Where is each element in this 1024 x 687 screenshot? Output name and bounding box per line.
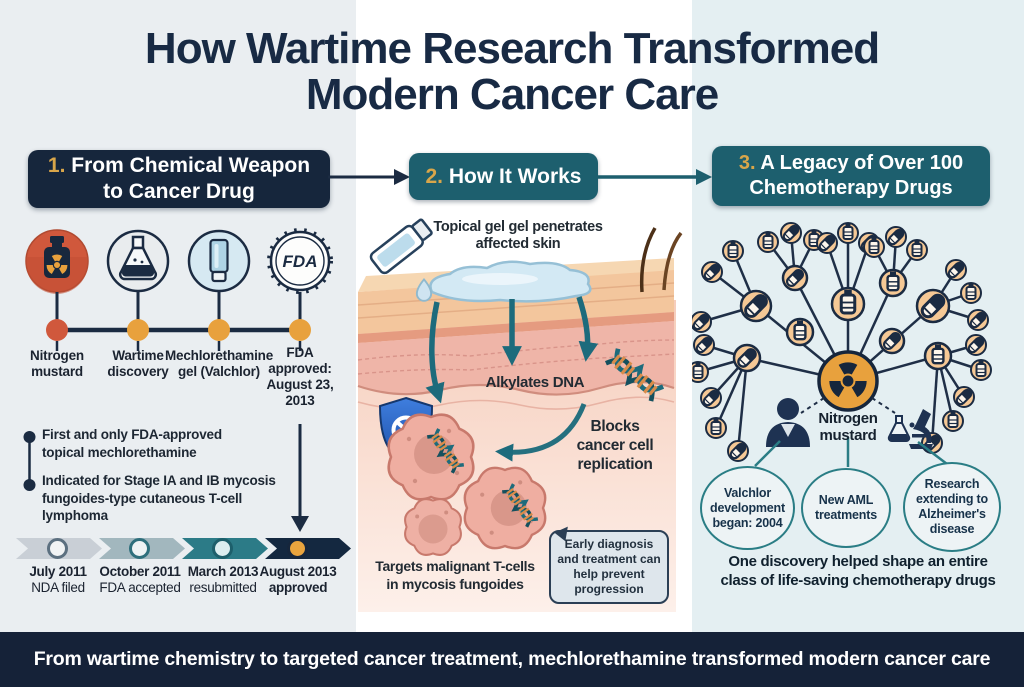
flask-icon <box>106 229 170 293</box>
milestone-timeline <box>23 292 311 532</box>
timeline-dot <box>208 319 230 341</box>
timeline-dot <box>289 319 311 341</box>
flow-arrow-2-to-3-icon <box>596 169 712 185</box>
gel-drop-icon <box>415 277 433 302</box>
curved-block-arrow-icon <box>495 403 587 462</box>
section-1-title-line1: From Chemical Weapon <box>71 154 311 177</box>
drug-legacy-tree <box>692 222 992 467</box>
timeline-dot <box>46 319 68 341</box>
drug-nodes <box>692 222 992 462</box>
cancer-cell <box>387 413 475 501</box>
legacy-bubble: Valchlor development began: 2004 <box>700 466 795 550</box>
step-2-text: Alkylates DNA <box>485 374 585 391</box>
legacy-summary: One discovery helped shape an entire cla… <box>720 553 996 589</box>
approval-step-chevron <box>265 538 351 559</box>
fda-badge-label: FDA <box>283 252 318 271</box>
legacy-bubble: Research extending to Alzheimer's diseas… <box>903 462 1001 552</box>
approval-step-marker <box>287 538 308 559</box>
section-1-header: 1. From Chemical Weapon to Cancer Drug <box>28 150 330 208</box>
step-3-text: Blocks cancer cell replication <box>576 418 654 473</box>
approval-step-marker <box>212 538 233 559</box>
cancer-cell <box>463 466 547 550</box>
hair-icon <box>639 227 683 293</box>
fact-bullet: Indicated for Stage IA and IB mycosis fu… <box>42 473 276 523</box>
flow-arrow-1-to-2-icon <box>328 169 410 185</box>
timeline-dot <box>127 319 149 341</box>
section-3-number: 3. <box>738 152 756 174</box>
title-line-2: Modern Cancer Care <box>305 70 719 119</box>
approval-step-label: October 2011 FDA accepted <box>99 564 181 595</box>
footer-text: From wartime chemistry to targeted cance… <box>33 648 991 670</box>
cancer-cell <box>404 498 462 556</box>
section-2-title: How It Works <box>448 164 582 188</box>
panel-1-background <box>0 0 356 632</box>
bullet-connector <box>23 431 36 491</box>
approval-step-marker <box>129 538 150 559</box>
section-3-title-line1: A Legacy of Over 100 <box>760 152 964 174</box>
fda-badge-icon: FDA <box>267 228 333 294</box>
gel-tube-icon <box>187 229 251 293</box>
milestone-label: Wartime discovery <box>107 348 169 379</box>
research-flask-icon <box>887 415 911 442</box>
skin-cross-section-illustration <box>357 218 683 612</box>
penetration-arrows <box>425 296 599 404</box>
early-diagnosis-callout: Early diagnosis and treatment can help p… <box>549 516 669 604</box>
footer-banner: From wartime chemistry to targeted cance… <box>0 632 1024 687</box>
legacy-bubble: New AML treatments <box>801 468 891 548</box>
bubble-connectors <box>754 437 948 467</box>
page-title: How Wartime Research Transformed Modern … <box>0 26 1024 118</box>
fda-approval-down-arrow-icon <box>291 424 309 532</box>
radiation-icon <box>817 350 879 412</box>
approval-step-label: August 2013 approved <box>259 564 337 595</box>
pharmacist-icon <box>766 398 810 447</box>
step-1-text: Topical gel gel penetrates affected skin <box>433 219 603 252</box>
section-2-header: 2. How It Works <box>409 153 598 200</box>
section-3-title-line2: Chemotherapy Drugs <box>749 177 953 199</box>
gel-tube-dispense-icon <box>369 218 433 275</box>
approval-step-label: July 2011 NDA filed <box>29 564 87 595</box>
milestone-label: FDA approved: August 23, 2013 <box>266 345 334 408</box>
section-3-header: 3. A Legacy of Over 100 Chemotherapy Dru… <box>712 146 990 206</box>
title-line-1: How Wartime Research Transformed <box>144 24 880 73</box>
approval-step-label: March 2013 resubmitted <box>187 564 259 595</box>
nitrogen-mustard-label: Nitrogen mustard <box>818 410 878 444</box>
section-2-number: 2. <box>425 164 444 188</box>
section-1-title-line2: to Cancer Drug <box>103 180 255 203</box>
step-4-text: Targets malignant T-cells in mycosis fun… <box>375 558 535 592</box>
approval-step-marker <box>47 538 68 559</box>
milestone-label: Nitrogen mustard <box>30 348 84 379</box>
milestone-label: Mechlorethamine gel (Valchlor) <box>164 348 274 379</box>
section-1-number: 1. <box>47 154 66 177</box>
fact-bullet: First and only FDA-approved topical mech… <box>42 427 222 460</box>
